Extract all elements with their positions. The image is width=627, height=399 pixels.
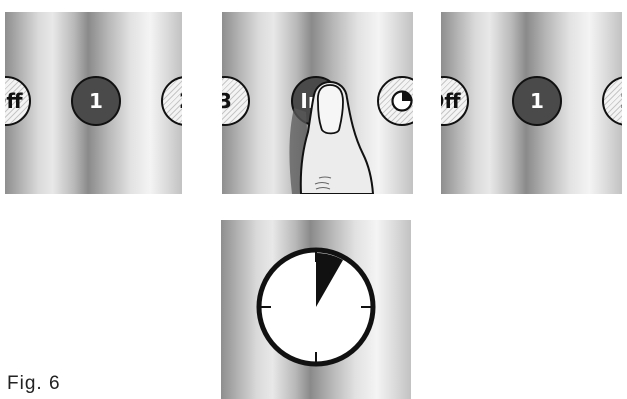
control-panel-3: Off 1 2: [441, 12, 622, 194]
level-2-button[interactable]: 2: [602, 76, 622, 126]
finger-press-icon: [222, 12, 413, 194]
level-1-button[interactable]: 1: [512, 76, 562, 126]
off-button[interactable]: Off: [441, 76, 469, 126]
level-1-button[interactable]: 1: [71, 76, 121, 126]
off-button[interactable]: Off: [5, 76, 31, 126]
control-panel-2: 3 Int: [222, 12, 413, 194]
figure-caption: Fig. 6: [7, 373, 61, 395]
clock-icon: [221, 220, 411, 399]
timer-display-panel: [221, 220, 411, 399]
control-panel-1: Off 1 2: [5, 12, 182, 194]
level-2-button[interactable]: 2: [161, 76, 182, 126]
